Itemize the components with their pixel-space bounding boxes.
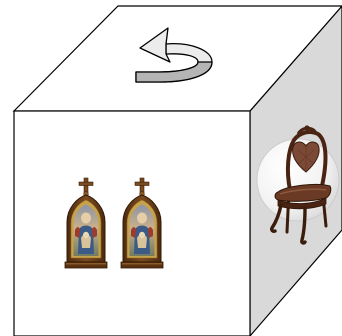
icon-bubble: [256, 138, 340, 222]
counterclockwise-arrow-icon: [135, 27, 213, 83]
right-face-icon: [256, 125, 340, 245]
chair-icon: [270, 125, 332, 245]
